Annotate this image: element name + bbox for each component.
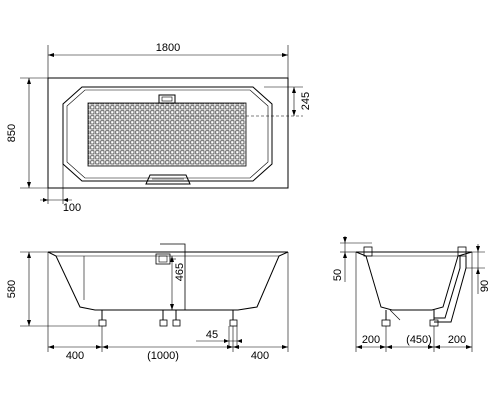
front-view: 580 465 45 400 (1000) 400 [6, 243, 289, 362]
waste-fitting-icon [457, 246, 467, 257]
dim-depth: 465 [174, 263, 186, 281]
dim-side-leg-spacing: (450) [406, 334, 432, 346]
bath-inner-basin [62, 86, 273, 182]
side-foot-left [381, 309, 401, 327]
dim-rim-height: 50 [332, 269, 344, 281]
headrest-icon [145, 174, 191, 185]
foot-right [229, 310, 238, 327]
bath-inner-basin-edge [66, 89, 269, 179]
dim-right-overhang: 400 [251, 350, 269, 362]
side-view: 50 90 200 (450) 200 [332, 236, 491, 352]
waste-pipe [434, 256, 461, 319]
anti-slip-grid [87, 102, 247, 167]
overflow-fitting-icon [363, 246, 373, 257]
dim-drain-offset: 245 [300, 92, 312, 110]
dim-side-left-overhang: 200 [362, 334, 380, 346]
dim-rim: 100 [63, 202, 81, 214]
drain-icon [158, 94, 176, 104]
dim-side-right-overhang: 200 [448, 334, 466, 346]
dim-foot-width: 45 [206, 329, 218, 341]
foot-left [98, 310, 107, 327]
dim-height: 580 [6, 280, 18, 298]
dim-waste-height: 90 [479, 280, 491, 292]
top-view: 1800 850 245 100 [6, 42, 312, 214]
dim-left-overhang: 400 [66, 350, 84, 362]
tub-front-body [47, 251, 289, 311]
dim-length: 1800 [156, 42, 180, 54]
dim-width: 850 [6, 124, 18, 142]
drain-box-icon [155, 253, 171, 265]
tub-side-body [355, 251, 473, 311]
dim-leg-spacing: (1000) [147, 350, 179, 362]
bath-outer-rim [47, 77, 289, 189]
foot-mid-left [159, 310, 168, 327]
foot-mid-right [172, 310, 181, 327]
